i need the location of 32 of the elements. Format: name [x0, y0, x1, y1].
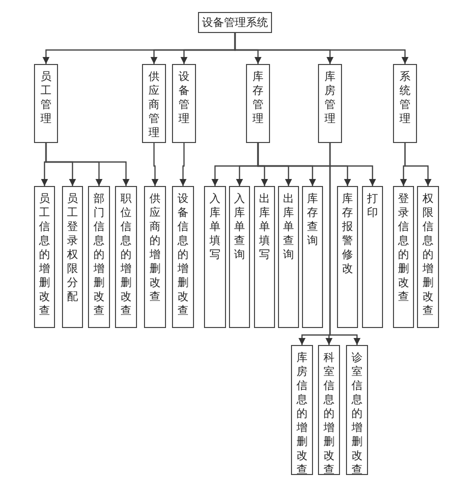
- connector-arrow: [404, 143, 432, 186]
- connector-arrow: [257, 143, 376, 186]
- connector-arrow: [152, 143, 158, 186]
- system-box: 设备管理系统: [198, 12, 272, 33]
- connector-arrow: [234, 33, 408, 64]
- function-box: 出库单填写: [254, 186, 275, 328]
- module-box: 库房管理: [318, 64, 342, 143]
- function-box: 登录信息的删改查: [393, 186, 414, 328]
- function-box: 员工登录权限分配: [62, 186, 83, 328]
- module-box: 员工管理: [34, 64, 58, 143]
- function-box: 员工信息的增删改查: [34, 186, 55, 328]
- function-box: 入库单查询: [229, 186, 250, 328]
- function-box: 设备信息的增删改查: [172, 186, 194, 328]
- function-box: 职位信息的增删改查: [115, 186, 137, 328]
- connector-arrow: [180, 143, 186, 186]
- module-box: 设备管理: [172, 64, 196, 143]
- connector-arrow: [329, 143, 360, 345]
- module-box: 供应商管理: [142, 64, 166, 143]
- function-box: 部门信息的增删改查: [88, 186, 110, 328]
- function-box: 打印: [362, 186, 383, 328]
- function-box: 库存查询: [302, 186, 323, 328]
- function-box: 出库单查询: [278, 186, 299, 328]
- function-box: 库存报警修改: [337, 186, 358, 328]
- module-box: 系统管理: [393, 64, 417, 143]
- module-box: 库存管理: [246, 64, 270, 143]
- function-box: 科室信息的增删改查: [318, 345, 340, 475]
- function-box: 诊室信息的增删改查: [346, 345, 368, 475]
- connector-arrow: [45, 143, 130, 186]
- function-box: 库房信息的增删改查: [291, 345, 313, 475]
- function-box: 入库单填写: [204, 186, 226, 328]
- function-box: 供应商的增删改查: [144, 186, 166, 328]
- function-box: 权限信息的增删改查: [417, 186, 439, 328]
